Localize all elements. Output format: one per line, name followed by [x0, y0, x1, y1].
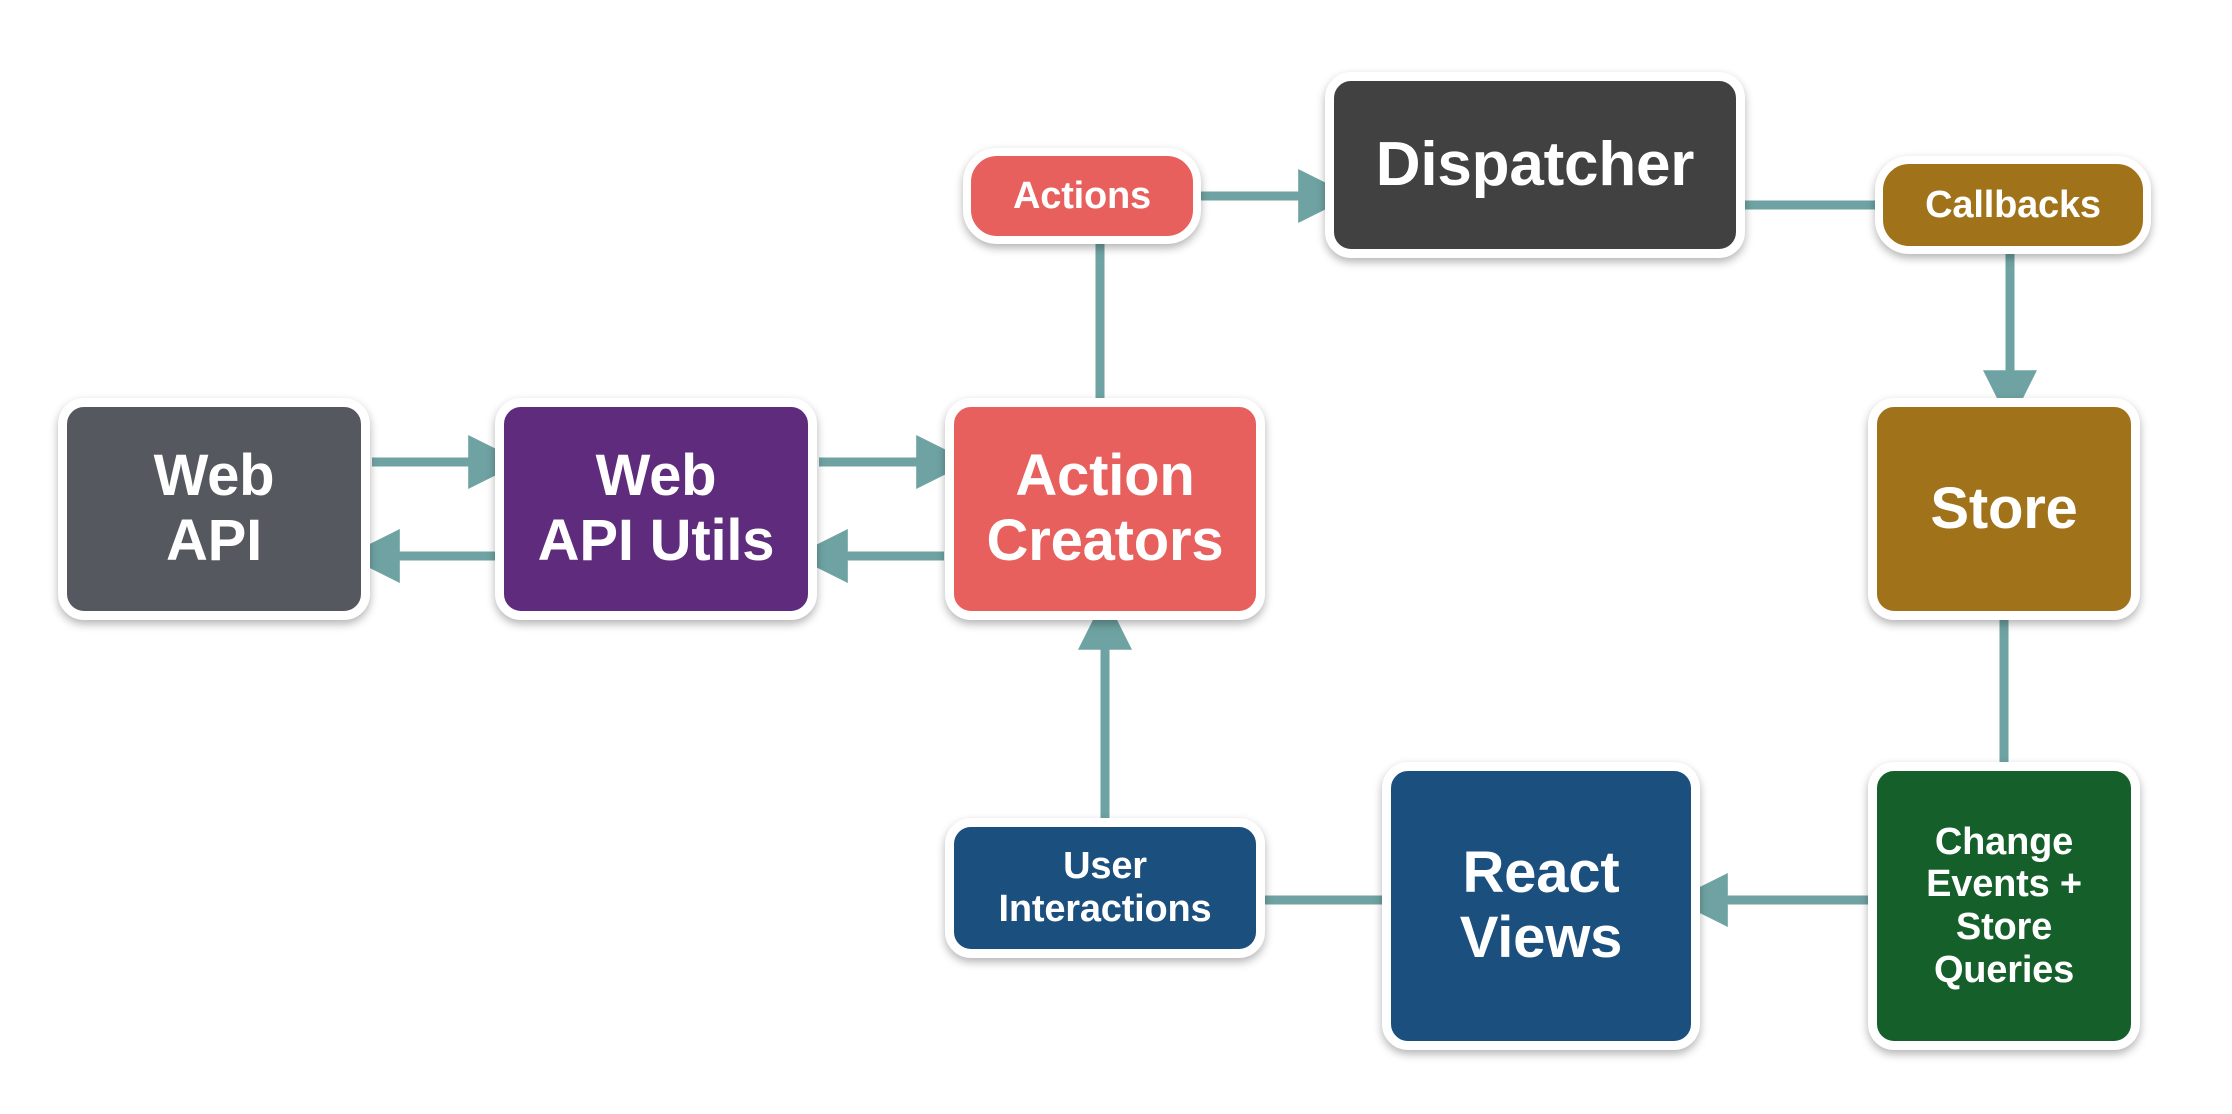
node-change-events-label: Change Events + Store Queries [1926, 820, 2082, 991]
node-action-creators-label: Action Creators [986, 443, 1224, 573]
node-store-label: Store [1930, 475, 2078, 541]
node-react-views[interactable]: React Views [1382, 762, 1700, 1050]
node-user-interactions[interactable]: User Interactions [945, 818, 1265, 958]
node-dispatcher-label: Dispatcher [1375, 130, 1695, 200]
node-callbacks[interactable]: Callbacks [1875, 156, 2151, 254]
node-web-api-label: Web API [153, 443, 275, 573]
node-dispatcher[interactable]: Dispatcher [1325, 72, 1745, 258]
node-user-interactions-label: User Interactions [998, 845, 1212, 930]
node-store[interactable]: Store [1868, 398, 2140, 620]
node-callbacks-label: Callbacks [1925, 183, 2101, 226]
node-actions-label: Actions [1013, 174, 1151, 217]
node-action-creators[interactable]: Action Creators [945, 398, 1265, 620]
node-react-views-label: React Views [1459, 840, 1623, 970]
node-web-api-utils[interactable]: Web API Utils [495, 398, 817, 620]
node-actions[interactable]: Actions [963, 148, 1201, 244]
node-web-api-utils-label: Web API Utils [537, 443, 775, 573]
node-change-events[interactable]: Change Events + Store Queries [1868, 762, 2140, 1050]
node-web-api[interactable]: Web API [58, 398, 370, 620]
